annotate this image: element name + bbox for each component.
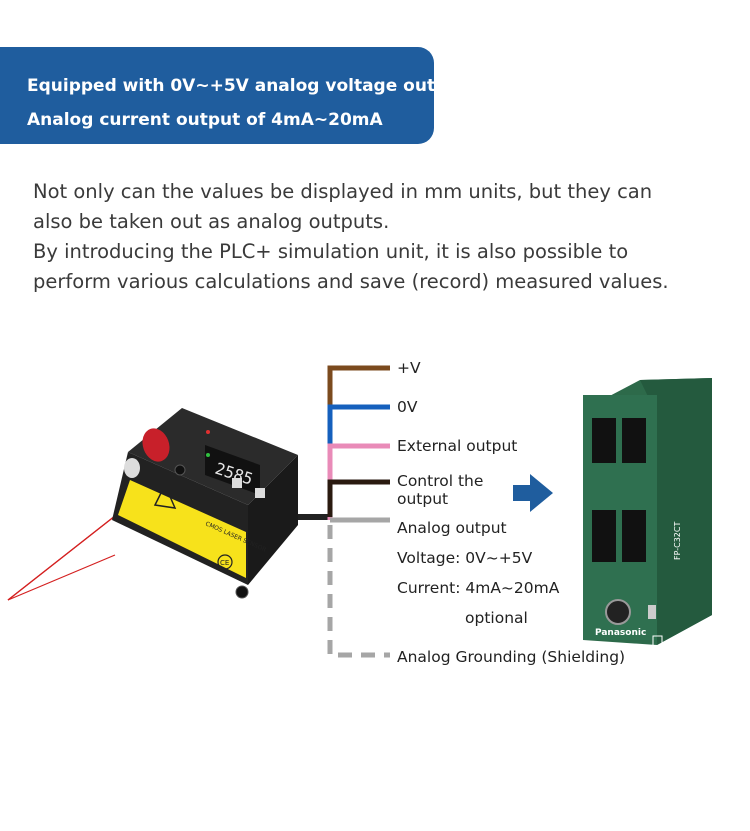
wire-control-output — [327, 479, 390, 517]
usb-port-icon — [648, 605, 656, 619]
right-arrow-icon — [513, 474, 553, 512]
down-button-icon — [255, 488, 265, 498]
svg-text:FP-C32CT: FP-C32CT — [673, 522, 682, 560]
plc-unit-image: Panasonic FP-C32CT — [583, 378, 712, 647]
feature-banner: Equipped with 0V~+5V analog voltage outp… — [0, 47, 468, 144]
up-button-icon — [232, 478, 242, 488]
sensor-display — [205, 445, 260, 495]
label-analog-voltage: Voltage: 0V~+5V — [397, 549, 533, 567]
banner-line-current: Analog current output of 4mA~20mA — [27, 110, 383, 130]
svg-text:CE: CE — [220, 559, 229, 567]
laser-lens — [142, 428, 170, 462]
label-analog-output: Analog output — [397, 519, 507, 537]
description-line: perform various calculations and save (r… — [33, 270, 669, 293]
connector-top-right — [622, 418, 646, 463]
svg-text:Panasonic: Panasonic — [595, 628, 646, 638]
label-analog-ground: Analog Grounding (Shielding) — [397, 648, 626, 666]
label-optional: optional — [465, 609, 528, 627]
label-zero-v: 0V — [397, 398, 418, 416]
label-control-output-line2: output — [397, 490, 449, 508]
wire-plus-v — [327, 365, 390, 517]
description-line: Not only can the values be displayed in … — [33, 180, 653, 203]
label-external-output: External output — [397, 437, 518, 455]
description-line: By introducing the PLC+ simulation unit,… — [33, 240, 629, 263]
description-line: also be taken out as analog outputs. — [33, 210, 390, 233]
warning-label — [118, 480, 246, 578]
receiver-window — [124, 458, 140, 478]
wire-analog-ground — [327, 525, 390, 658]
connector-bottom-right — [622, 510, 646, 562]
label-plus-v: +V — [397, 359, 421, 377]
wire-lines — [327, 365, 390, 658]
connector-bottom-left — [592, 510, 616, 562]
label-control-output-line1: Control the — [397, 472, 484, 490]
warning-icon — [153, 483, 177, 509]
banner-line-voltage: Equipped with 0V~+5V analog voltage outp… — [27, 76, 468, 96]
connector-top-left — [592, 418, 616, 463]
mini-din-port-icon — [605, 599, 631, 625]
laser-sensor-image: CMOS LASER SENSOR CE 2585 — [112, 408, 330, 599]
label-analog-current: Current: 4mA~20mA — [397, 579, 560, 597]
description-text: Not only can the values be displayed in … — [33, 177, 733, 297]
wire-zero-v — [327, 404, 390, 520]
